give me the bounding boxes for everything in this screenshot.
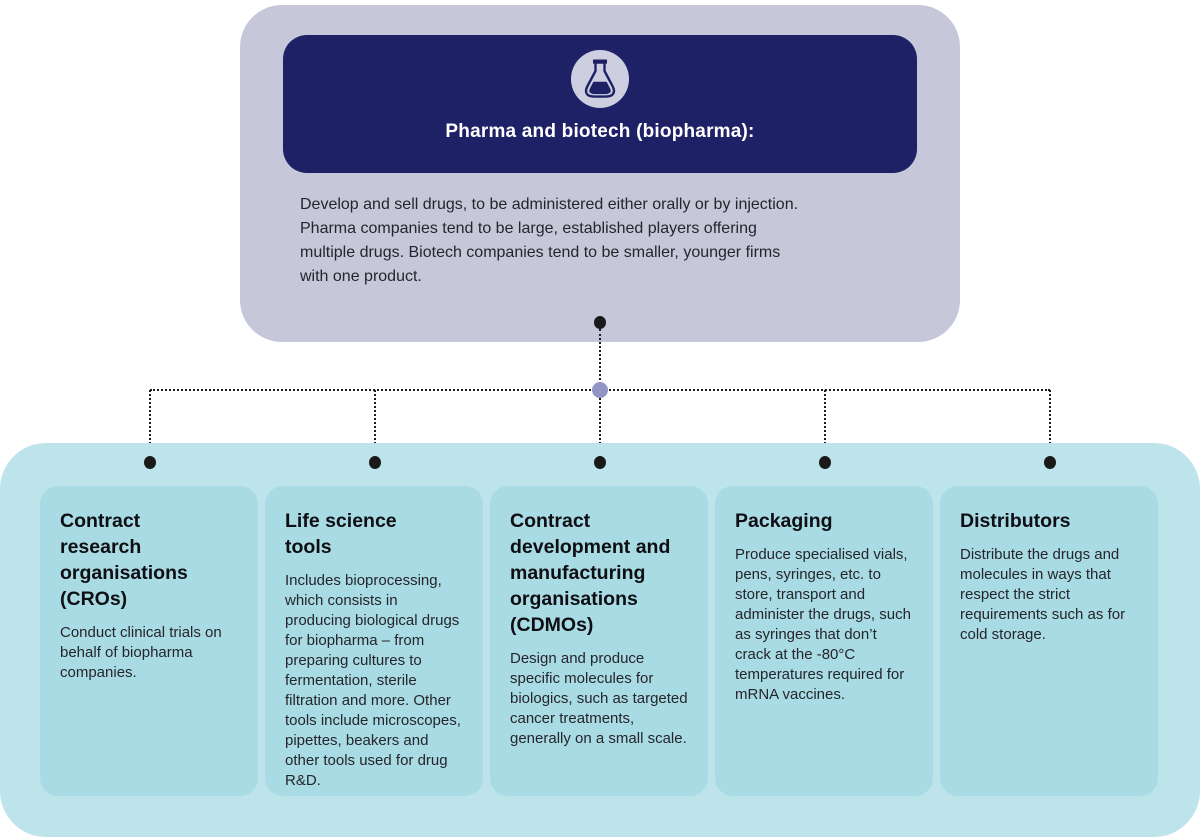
card-distributors: Distributors Distribute the drugs and mo… (940, 486, 1158, 796)
connector-junction-dot (592, 382, 608, 398)
connector-dot-card2 (369, 456, 381, 469)
root-title: Pharma and biotech (biopharma): (445, 121, 755, 142)
connector-dot-card1 (144, 456, 156, 469)
card-cdmos-title: Contract development and manufacturing o… (510, 510, 671, 636)
connector-line-card1 (149, 390, 151, 456)
root-header: Pharma and biotech (biopharma): (283, 35, 917, 173)
card-packaging: Packaging Produce specialised vials, pen… (715, 486, 933, 796)
connector-dot-card4 (819, 456, 831, 469)
card-life-science-tools-description: Includes bioprocessing, which consists i… (285, 572, 461, 789)
connector-dot-card3 (594, 456, 606, 469)
card-cros-title: Contract research organisations (CROs) (60, 510, 188, 610)
connector-dot-card5 (1044, 456, 1056, 469)
connector-line-card4 (824, 390, 826, 456)
flask-icon (571, 50, 629, 108)
card-cros-description: Conduct clinical trials on behalf of bio… (60, 624, 222, 681)
card-life-science-tools: Life science tools Includes bioprocessin… (265, 486, 483, 796)
root-panel: Pharma and biotech (biopharma): Develop … (240, 5, 960, 342)
connector-line-card5 (1049, 390, 1051, 456)
connector-dot-root (594, 316, 606, 329)
card-life-science-tools-title: Life science tools (285, 510, 397, 558)
segments-panel: Contract research organisations (CROs) C… (0, 443, 1200, 837)
card-cdmos-description: Design and produce specific molecules fo… (510, 650, 688, 747)
root-description: Develop and sell drugs, to be administer… (300, 196, 799, 285)
card-cdmos: Contract development and manufacturing o… (490, 486, 708, 796)
card-packaging-description: Produce specialised vials, pens, syringe… (735, 546, 911, 703)
card-distributors-description: Distribute the drugs and molecules in wa… (960, 546, 1126, 643)
card-cros: Contract research organisations (CROs) C… (40, 486, 258, 796)
card-distributors-title: Distributors (960, 510, 1071, 532)
connector-line-card2 (374, 390, 376, 456)
card-packaging-title: Packaging (735, 510, 833, 532)
